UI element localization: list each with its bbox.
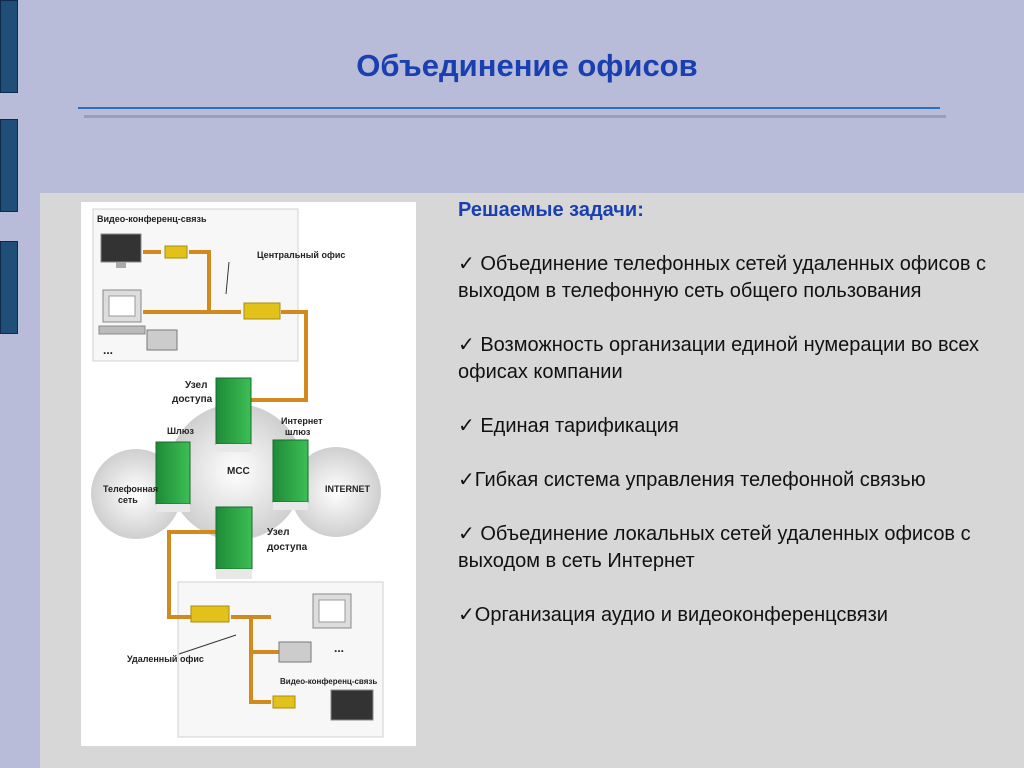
network-diagram-svg: Видео-конференц-связь Центральный офис .… <box>91 208 384 738</box>
task-item: ✓Организация аудио и видеоконференцсвязи <box>458 604 888 626</box>
network-diagram: Видео-конференц-связь Центральный офис .… <box>81 202 416 746</box>
monitor-icon <box>330 689 374 721</box>
access-node-bottom-label-2: доступа <box>267 542 308 553</box>
computer-icon <box>98 289 146 335</box>
side-tab <box>0 0 18 93</box>
cables <box>143 250 308 704</box>
internet-gateway-label-2: шлюз <box>285 427 311 437</box>
task-item: ✓ Объединение телефонных сетей удаленных… <box>458 253 987 302</box>
title-underline <box>78 107 940 109</box>
internet-cloud <box>291 447 381 537</box>
tasks-heading: Решаемые задачи: <box>458 199 644 221</box>
internet-gateway-server <box>272 439 309 510</box>
access-node-bottom-server <box>215 506 253 579</box>
msc-cloud <box>168 404 304 540</box>
task-item: ✓ Возможность организации единой нумерац… <box>458 334 980 383</box>
remote-office-label: Удаленный офис <box>127 654 204 664</box>
access-node-top-label-1: Узел <box>185 380 207 391</box>
tasks-section: Решаемые задачи: ✓ Объединение телефонны… <box>458 197 998 656</box>
codec-icon <box>272 695 296 709</box>
access-node-top-label-2: доступа <box>172 394 213 405</box>
remote-video-label: Видео-конференц-связь <box>280 677 377 686</box>
access-node-top-server <box>215 377 252 452</box>
gateway-label: Шлюз <box>167 426 194 436</box>
access-node-bottom-label-1: Узел <box>267 527 289 538</box>
phone-network-label-1: Телефонная <box>103 484 158 494</box>
monitor-icon <box>100 233 142 268</box>
internet-label: INTERNET <box>325 484 371 494</box>
remote-ellipsis: ... <box>334 641 344 655</box>
tasks-list: ✓ Объединение телефонных сетей удаленных… <box>458 251 998 629</box>
task-item: ✓Гибкая система управления телефонной св… <box>458 469 926 491</box>
codec-icon <box>164 245 188 259</box>
side-tab <box>0 241 18 334</box>
msc-label: МСС <box>227 466 250 477</box>
title-underline-shadow <box>84 115 946 118</box>
central-video-label: Видео-конференц-связь <box>97 214 207 224</box>
phone-icon <box>146 329 178 351</box>
task-item: ✓ Единая тарификация <box>458 415 679 437</box>
side-tab <box>0 119 18 212</box>
computer-icon <box>312 593 352 629</box>
internet-gateway-label-1: Интернет <box>281 416 323 426</box>
router-icon <box>243 302 281 320</box>
central-office-label: Центральный офис <box>257 250 345 260</box>
phone-icon <box>278 641 312 663</box>
central-ellipsis: ... <box>103 343 113 357</box>
central-office-box <box>92 208 299 362</box>
slide-title: Объединение офисов <box>356 48 698 83</box>
phone-network-label-2: сеть <box>118 495 138 505</box>
task-item: ✓ Объединение локальных сетей удаленных … <box>458 523 971 572</box>
gateway-server <box>155 441 191 512</box>
router-icon <box>190 605 230 623</box>
